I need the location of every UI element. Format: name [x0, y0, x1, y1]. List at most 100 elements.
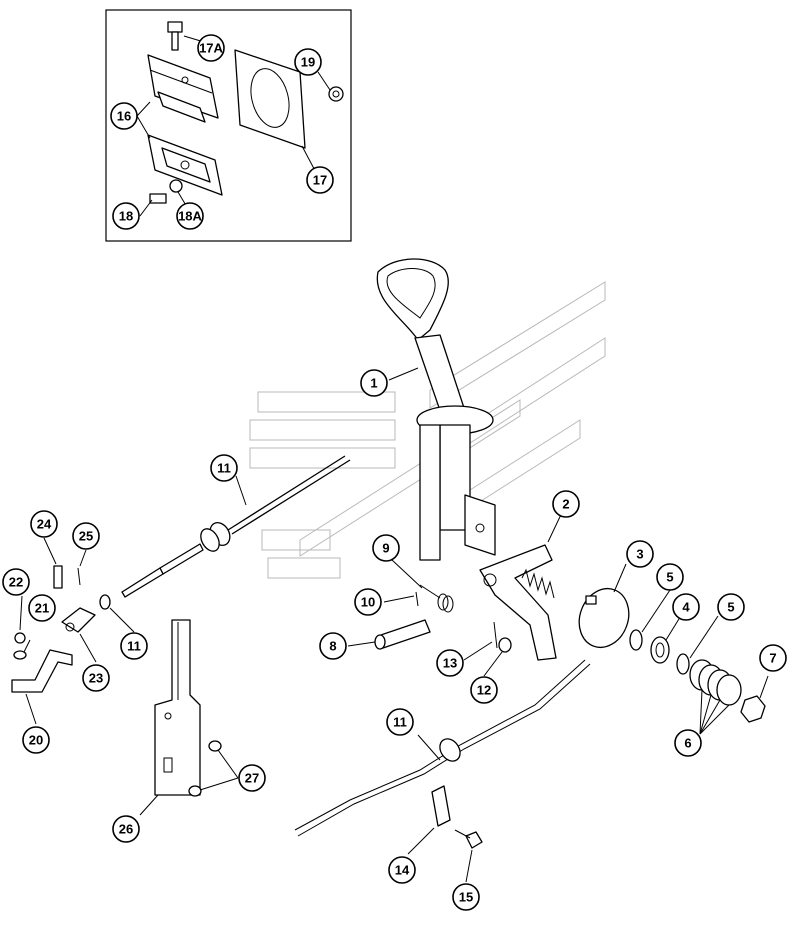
callout-4: 4 — [672, 593, 700, 621]
callout-17: 17 — [306, 166, 334, 194]
callout-17-label: 17 — [313, 173, 327, 188]
callout-4-label: 4 — [682, 600, 690, 615]
cable-upper — [121, 455, 351, 598]
callout-3: 3 — [626, 540, 654, 568]
cable-bracket-20 — [11, 649, 73, 693]
detent-plate — [578, 587, 630, 649]
callout-19: 19 — [294, 48, 322, 76]
cable-lower — [294, 659, 591, 837]
callout-11-nut-label: 11 — [127, 639, 141, 654]
callout-18: 18 — [112, 202, 140, 230]
nut-22 — [14, 632, 26, 644]
callout-19-label: 19 — [301, 55, 315, 70]
callout-11-lower-label: 11 — [393, 715, 407, 730]
callout-6-label: 6 — [684, 736, 691, 751]
callout-22: 22 — [2, 568, 30, 596]
clevis — [61, 607, 96, 633]
callout-5b: 5 — [717, 593, 745, 621]
bolt-15 — [454, 829, 483, 849]
callout-2: 2 — [552, 490, 580, 518]
callout-18-label: 18 — [119, 209, 133, 224]
callout-11-upper-label: 11 — [217, 461, 231, 476]
callout-10: 10 — [354, 588, 382, 616]
callout-26: 26 — [112, 815, 140, 843]
nut-12 — [498, 637, 512, 653]
callout-11-upper: 11 — [210, 454, 238, 482]
callout-15-label: 15 — [459, 890, 473, 905]
callout-6: 6 — [674, 729, 702, 757]
washer-5b — [676, 653, 690, 675]
callout-12: 12 — [470, 676, 498, 704]
callout-17a-label: 17A — [199, 41, 223, 56]
inset-frame — [105, 9, 352, 242]
callout-9: 9 — [372, 534, 400, 562]
washer-4 — [650, 636, 670, 664]
nut-7 — [740, 695, 766, 723]
clevis-pin-24 — [53, 565, 63, 589]
nut-27b — [188, 785, 202, 797]
callout-5a: 5 — [656, 563, 684, 591]
watermark-logo — [249, 281, 606, 579]
callout-8-label: 8 — [329, 639, 336, 654]
callout-21-label: 21 — [35, 601, 49, 616]
washer-5a — [629, 629, 643, 651]
leader-lines — [19, 35, 769, 883]
callout-7-label: 7 — [769, 651, 776, 666]
cotter-pin-25 — [77, 567, 81, 586]
spring-washers — [689, 659, 742, 706]
callout-11-lower: 11 — [386, 708, 414, 736]
inset-nut-19 — [328, 86, 344, 102]
callout-5b-label: 5 — [727, 600, 734, 615]
callout-7: 7 — [759, 644, 787, 672]
torsion-spring — [415, 584, 454, 613]
callout-25-label: 25 — [79, 529, 93, 544]
inset-bracket-upper — [147, 54, 219, 123]
callout-24-label: 24 — [37, 517, 52, 532]
nut-27a — [208, 740, 222, 752]
callout-14: 14 — [388, 856, 416, 884]
callout-25: 25 — [72, 522, 100, 550]
callout-20: 20 — [22, 726, 50, 754]
callout-18a: 18A — [176, 202, 204, 230]
callout-1-label: 1 — [370, 376, 377, 391]
spring — [521, 568, 555, 599]
callout-3-label: 3 — [636, 547, 643, 562]
callout-20-label: 20 — [29, 733, 43, 748]
callout-8: 8 — [319, 632, 347, 660]
nut-11-small — [99, 594, 111, 610]
callout-27-label: 27 — [245, 771, 259, 786]
callout-22-label: 22 — [9, 575, 23, 590]
callout-5a-label: 5 — [666, 570, 673, 585]
callout-13-label: 13 — [443, 656, 457, 671]
washer-21 — [13, 650, 27, 660]
inset-gasket-plate — [234, 49, 306, 149]
pin-8 — [374, 619, 431, 650]
callout-14-label: 14 — [395, 863, 410, 878]
mounting-plate-26 — [154, 619, 201, 796]
callout-23: 23 — [82, 664, 110, 692]
callout-21: 21 — [28, 594, 56, 622]
callout-1: 1 — [360, 369, 388, 397]
callout-13: 13 — [436, 649, 464, 677]
callout-11-nut: 11 — [120, 632, 148, 660]
callout-9-label: 9 — [382, 541, 389, 556]
callout-26-label: 26 — [119, 822, 133, 837]
cable-clamp — [431, 785, 451, 827]
inset-screw-18 — [149, 179, 183, 204]
callout-27: 27 — [238, 764, 266, 792]
callout-16-label: 16 — [117, 109, 131, 124]
shift-lever — [376, 258, 496, 561]
callout-15: 15 — [452, 883, 480, 911]
inset-bracket-lower — [147, 134, 223, 196]
shift-bracket — [479, 544, 557, 661]
callout-23-label: 23 — [89, 671, 103, 686]
callout-2-label: 2 — [562, 497, 569, 512]
callout-24: 24 — [30, 510, 58, 538]
cotter-pin-13 — [493, 621, 498, 649]
callout-10-label: 10 — [361, 595, 375, 610]
inset-bolt-17a — [167, 21, 183, 51]
callout-18a-label: 18A — [178, 209, 202, 224]
callout-16: 16 — [110, 102, 138, 130]
callout-12-label: 12 — [477, 683, 491, 698]
